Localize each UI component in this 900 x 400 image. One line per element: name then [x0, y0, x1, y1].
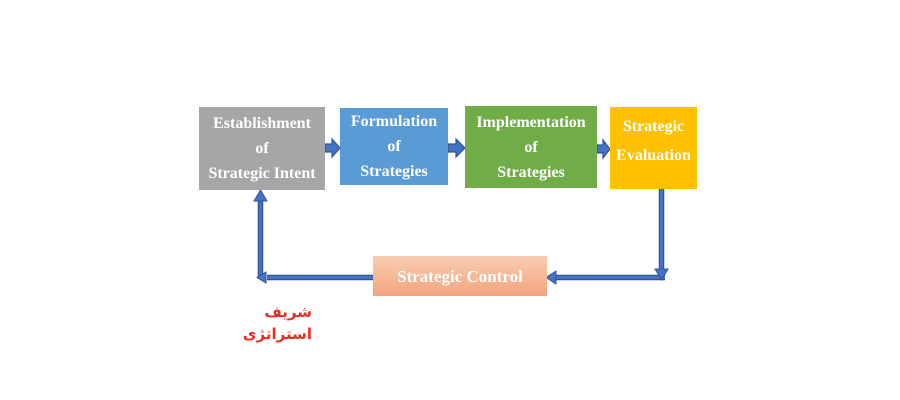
arrowhead-left-into-control-icon	[545, 270, 557, 285]
box-strategic-control: Strategic Control	[373, 256, 547, 296]
box-text-line: Establishment	[213, 115, 311, 132]
box-text-line: Implementation	[476, 113, 586, 131]
box-text-line: Formulation	[350, 113, 438, 130]
box-text-line: Strategic Control	[397, 266, 523, 286]
watermark-text: شریف استراتژی	[242, 303, 312, 343]
box-text-line: of	[387, 138, 401, 155]
box-text-line: of	[255, 140, 269, 157]
box-text-line: Strategies	[497, 163, 565, 181]
box-text-line: Strategic Intent	[208, 165, 316, 182]
connector-evaluation-to-control	[545, 189, 669, 285]
arrowhead-down-icon	[654, 268, 669, 281]
connector-control-to-establishment	[253, 189, 373, 284]
arrow-establishment-to-formulation-icon	[324, 137, 341, 159]
box-text-line: of	[524, 138, 538, 156]
arrow-implementation-to-evaluation-icon	[596, 138, 611, 160]
box-text-line: Strategic	[622, 118, 685, 135]
arrow-formulation-to-implementation-icon	[447, 137, 466, 159]
arrowhead-up-into-establishment-icon	[253, 189, 268, 202]
box-formulation-of-strategies: Formulation of Strategies	[340, 108, 448, 185]
box-text-line: Strategies	[360, 163, 428, 180]
box-implementation-of-strategies: Implementation of Strategies	[465, 106, 597, 188]
box-establishment-of-strategic-intent: Establishment of Strategic Intent	[199, 107, 325, 190]
box-text-line: Evaluation	[616, 147, 691, 164]
arrowhead-left-corner-icon	[256, 271, 267, 284]
box-strategic-evaluation: Strategic Evaluation	[610, 107, 697, 189]
